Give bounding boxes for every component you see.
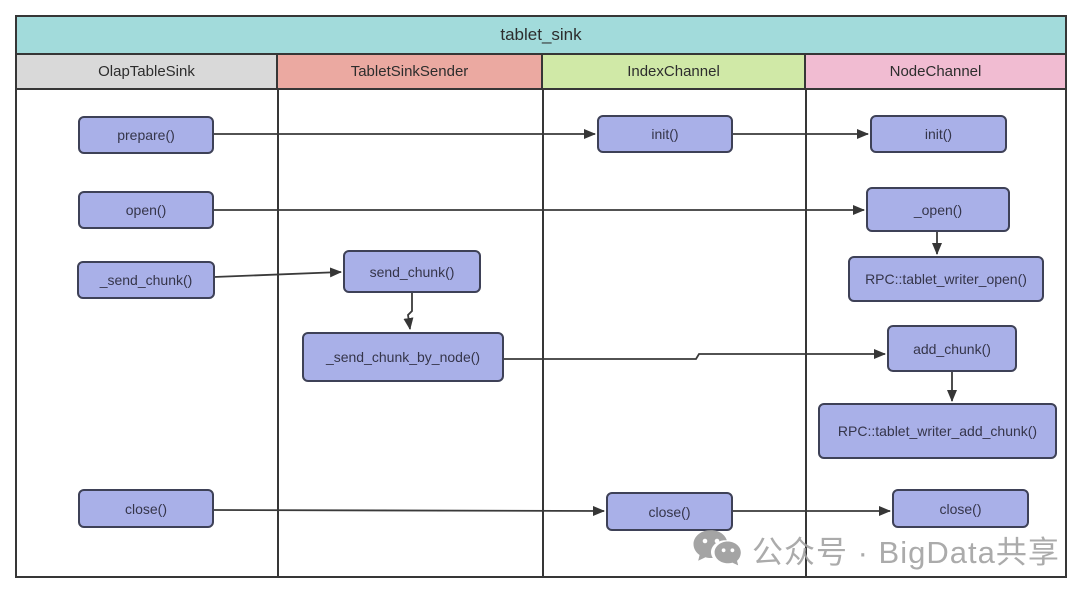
node-open: open() <box>78 191 214 229</box>
watermark-text: 公众号 · BigData共享 <box>752 535 1060 570</box>
column-header-tabletsinksender: TabletSinkSender <box>278 55 543 88</box>
column-header-olaptablesink: OlapTableSink <box>17 55 278 88</box>
node-init-nodechannel: init() <box>870 115 1007 153</box>
column-divider-3 <box>805 88 807 576</box>
wechat-icon <box>693 529 741 565</box>
column-divider-1 <box>277 88 279 576</box>
node-add-chunk: add_chunk() <box>887 325 1017 372</box>
column-header-indexchannel: IndexChannel <box>543 55 806 88</box>
node-close-olaptablesink: close() <box>78 489 214 528</box>
node-close-indexchannel: close() <box>606 492 733 531</box>
node-rpc-tablet-writer-add-chunk: RPC::tablet_writer_add_chunk() <box>818 403 1057 459</box>
node-prepare: prepare() <box>78 116 214 154</box>
column-divider-2 <box>542 88 544 576</box>
node-init-indexchannel: init() <box>597 115 733 153</box>
node-close-nodechannel: close() <box>892 489 1029 528</box>
node-rpc-tablet-writer-open: RPC::tablet_writer_open() <box>848 256 1044 302</box>
node-send-chunk-private: _send_chunk() <box>77 261 215 299</box>
watermark: 公众号 · BigData共享 <box>692 527 1060 572</box>
diagram-title: tablet_sink <box>17 17 1065 55</box>
node-send-chunk: send_chunk() <box>343 250 481 293</box>
column-header-row: OlapTableSink TabletSinkSender IndexChan… <box>17 55 1065 90</box>
node-open-private: _open() <box>866 187 1010 232</box>
column-header-nodechannel: NodeChannel <box>806 55 1065 88</box>
node-send-chunk-by-node: _send_chunk_by_node() <box>302 332 504 382</box>
